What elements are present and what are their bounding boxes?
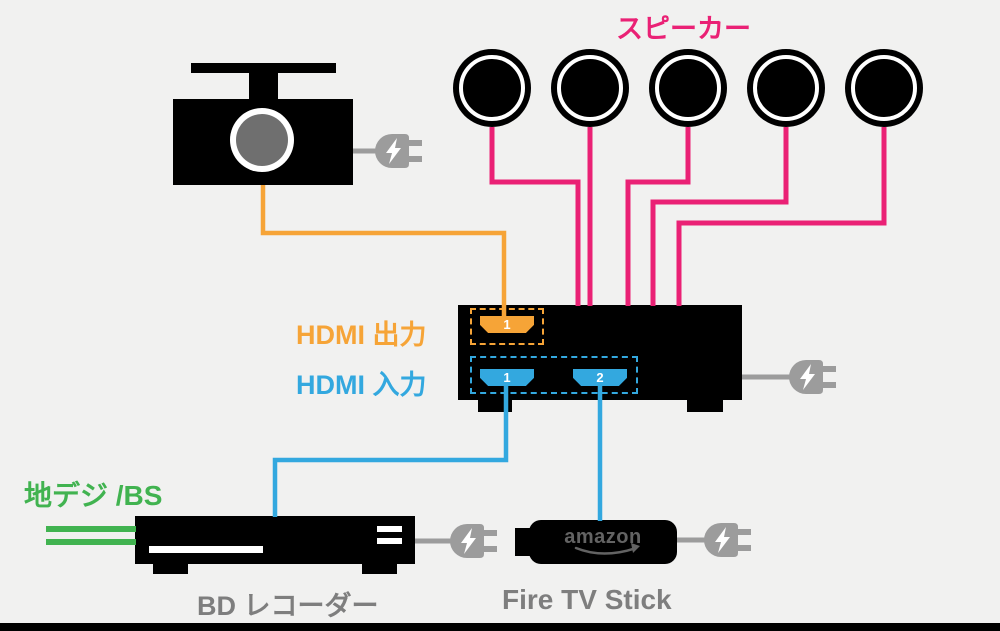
bd-recorder-label: BD レコーダー: [197, 591, 379, 621]
fire-tv-stick-body: [529, 520, 677, 564]
hdmi-input-port-1-number: 1: [503, 370, 511, 385]
speaker-2: [551, 49, 629, 127]
projector-mount-stem: [249, 73, 278, 99]
fire-tv-stick: amazon: [515, 520, 679, 564]
hdmi-output-port-number: 1: [503, 317, 511, 332]
hdmi-input-label: HDMI 入力: [296, 370, 427, 400]
speaker-1: [453, 49, 531, 127]
hdmi-output-highlight-box: [470, 308, 544, 345]
power-plug-icon-projector: [375, 134, 422, 168]
projector-mount-bar: [191, 63, 336, 73]
power-plug-icon-amplifier: [789, 360, 836, 394]
bd-recorder: [135, 516, 415, 574]
fire-tv-label: Fire TV Stick: [502, 584, 672, 615]
speaker-3: [649, 49, 727, 127]
projector-lens: [236, 114, 288, 166]
fire-tv-stick-hdmi-tab: [515, 528, 533, 556]
bd-recorder-foot-left: [153, 564, 188, 574]
power-plug-icon-fire-tv: [704, 523, 751, 557]
lightning-bolt-icon: [386, 138, 401, 164]
bd-recorder-body: [135, 516, 415, 564]
hdmi-input-port-2: 2: [573, 369, 627, 386]
hdmi-input-port-2-number: 2: [596, 370, 604, 385]
wire-speaker-5: [676, 127, 887, 306]
wire-speaker-1: [489, 127, 581, 306]
speaker-5: [845, 49, 923, 127]
av-amplifier: 1 1 2: [458, 305, 742, 412]
lightning-bolt-icon: [461, 528, 476, 554]
hdmi-output-label: HDMI 出力: [296, 320, 427, 350]
lightning-bolt-icon: [715, 527, 730, 553]
wire-speaker-4: [650, 127, 789, 306]
bd-recorder-foot-right: [362, 564, 397, 574]
wire-speaker-3: [625, 127, 691, 306]
antenna-label: 地デジ /BS: [24, 480, 163, 511]
bd-recorder-vent-1: [377, 526, 402, 532]
bd-recorder-disc-slot: [149, 546, 263, 553]
speakers-label: スピーカー: [616, 14, 751, 44]
wire-hdmi-output-projector: [260, 185, 507, 320]
amazon-logo: amazon: [564, 526, 642, 548]
hdmi-output-port: 1: [480, 316, 534, 333]
bd-recorder-vent-2: [377, 538, 402, 544]
hdmi-input-port-1: 1: [480, 369, 534, 386]
av-amplifier-foot-right: [687, 400, 723, 412]
hdmi-input-highlight-box: [470, 356, 638, 394]
speaker-4: [747, 49, 825, 127]
av-amplifier-foot-left: [478, 400, 512, 412]
lightning-bolt-icon: [800, 364, 815, 390]
power-plug-icon-bd-recorder: [450, 524, 497, 558]
bottom-border: [0, 623, 1000, 631]
speaker-row: [453, 49, 923, 127]
